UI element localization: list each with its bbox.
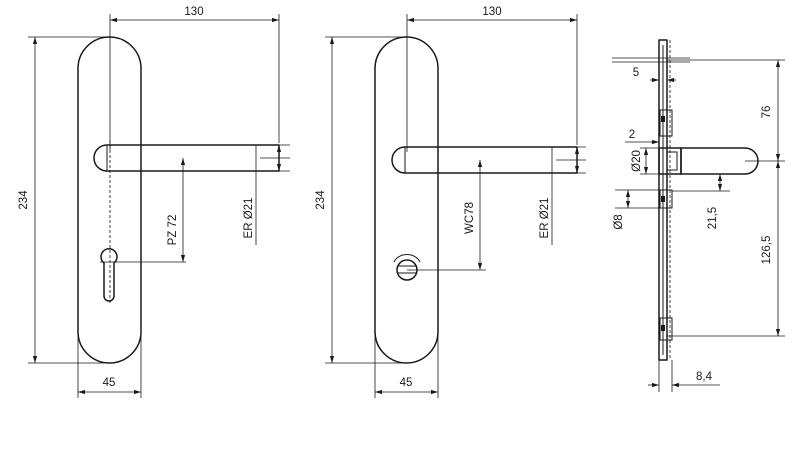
dim-plate-height: 234 [18, 190, 30, 210]
dim-handle-diameter-wc: ER Ø21 [539, 198, 551, 239]
dim-handle-diameter: ER Ø21 [243, 198, 255, 239]
backplate [77, 36, 142, 364]
lever-handle [93, 144, 280, 172]
dim-plate-height-wc: 234 [315, 190, 327, 210]
dim-handle-length-wc: 130 [482, 6, 501, 18]
dim-plate-width-wc: 45 [400, 377, 413, 389]
lever-handle-wc [391, 146, 578, 174]
dim-rose-diameter: Ø20 [631, 150, 643, 172]
dim-wc-spacing: WC78 [464, 202, 476, 234]
view-side-section: 5 76 2 Ø20 Ø8 21,5 126,5 8,4 [612, 39, 785, 392]
plate-profile [658, 39, 668, 361]
view-lock-handle: 130 234 45 PZ 72 ER Ø21 [18, 6, 290, 398]
dim-depth: 8,4 [696, 371, 713, 383]
dim-upper-height: 76 [761, 106, 773, 119]
dim-plate-thickness: 2 [629, 129, 635, 141]
dim-handle-axis: 21,5 [707, 207, 719, 229]
dim-top-offset: 5 [633, 67, 639, 79]
dim-cylinder-spacing: PZ 72 [167, 215, 179, 246]
handle-end-profile [680, 147, 759, 175]
view-wc-handle: 130 234 45 WC78 ER Ø21 [315, 6, 586, 398]
dim-plate-width: 45 [103, 377, 116, 389]
dim-screw-diameter: Ø8 [613, 214, 625, 229]
dim-lower-height: 126,5 [761, 236, 773, 265]
cylinder-hole [100, 248, 118, 302]
dim-handle-length: 130 [184, 6, 203, 18]
backplate-wc [374, 36, 439, 364]
